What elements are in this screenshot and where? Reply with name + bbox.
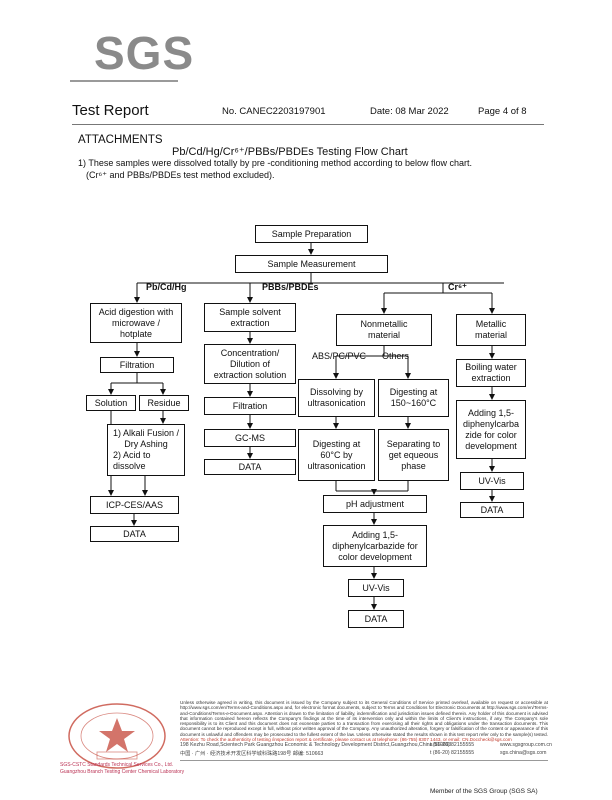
- member-of-sgs-group: Member of the SGS Group (SGS SA): [430, 788, 538, 795]
- branch-label-pbbs: PBBs/PBDEs: [262, 282, 319, 292]
- icp-ces-aas-box: ICP-CES/AAS: [90, 496, 179, 514]
- report-date: Date: 08 Mar 2022: [370, 106, 449, 117]
- footer-phone-2: t (86-20) 82155555: [430, 750, 475, 756]
- stamp-branch-line: Guangzhou Branch Testing Center Chemical…: [60, 769, 185, 775]
- report-number: No. CANEC2203197901: [222, 106, 326, 117]
- filtration-mid-box: Filtration: [204, 397, 296, 415]
- report-title: Test Report: [72, 102, 149, 119]
- flowchart-title: Pb/Cd/Hg/Cr⁶⁺/PBBs/PBDEs Testing Flow Ch…: [172, 146, 408, 158]
- branch-label-cr6: Cr⁶⁺: [448, 282, 467, 292]
- uv-vis-right-box: UV-Vis: [460, 472, 524, 490]
- attachments-heading: ATTACHMENTS: [78, 134, 163, 146]
- data-mid-box: DATA: [204, 459, 296, 475]
- filtration-left-box: Filtration: [100, 357, 174, 373]
- abs-pc-pvc-label: ABS/PC/PVC: [312, 351, 367, 361]
- solution-box: Solution: [86, 395, 136, 411]
- uv-vis-center-box: UV-Vis: [348, 579, 404, 597]
- note-line-2: (Cr⁶⁺ and PBBs/PBDEs test method exclude…: [86, 170, 275, 180]
- footer-disclaimer: Unless otherwise agreed in writing, this…: [180, 700, 548, 743]
- data-left-box: DATA: [90, 526, 179, 542]
- company-seal-stamp: [68, 703, 166, 769]
- sample-preparation-box: Sample Preparation: [255, 225, 368, 243]
- logo-underline: [70, 80, 178, 82]
- note-line-1: 1) These samples were dissolved totally …: [78, 158, 473, 168]
- stamp-company-line: SGS-CSTC Standards Technical Services Co…: [60, 762, 174, 768]
- footer-divider: [180, 760, 548, 761]
- page-number: Page 4 of 8: [478, 106, 527, 117]
- branch-label-pbcdhg: Pb/Cd/Hg: [146, 282, 187, 292]
- data-center-box: DATA: [348, 610, 404, 628]
- residue-box: Residue: [139, 395, 189, 411]
- footer-phone-1: t (86-20) 82155555: [430, 742, 475, 748]
- footer-website[interactable]: www.sgsgroup.com.cn: [500, 742, 552, 748]
- footer-address-cn: 中国 · 广州 · 经济技术开发区科学城科珠路198号 邮编: 510663: [180, 751, 324, 757]
- others-label: Others: [382, 351, 410, 361]
- gc-ms-box: GC-MS: [204, 429, 296, 447]
- footer-email[interactable]: sgs.china@sgs.com: [500, 750, 547, 756]
- footer-address-en: 198 Kezhu Road,Scientech Park Guangzhou …: [180, 742, 452, 748]
- sample-measurement-box: Sample Measurement: [235, 255, 388, 273]
- footer-attention: Attention: To check the authenticity of …: [180, 737, 512, 743]
- header-divider: [72, 124, 544, 125]
- ph-adjustment-box: pH adjustment: [323, 495, 427, 513]
- sgs-logo: SGS: [94, 27, 195, 79]
- data-right-box: DATA: [460, 502, 524, 518]
